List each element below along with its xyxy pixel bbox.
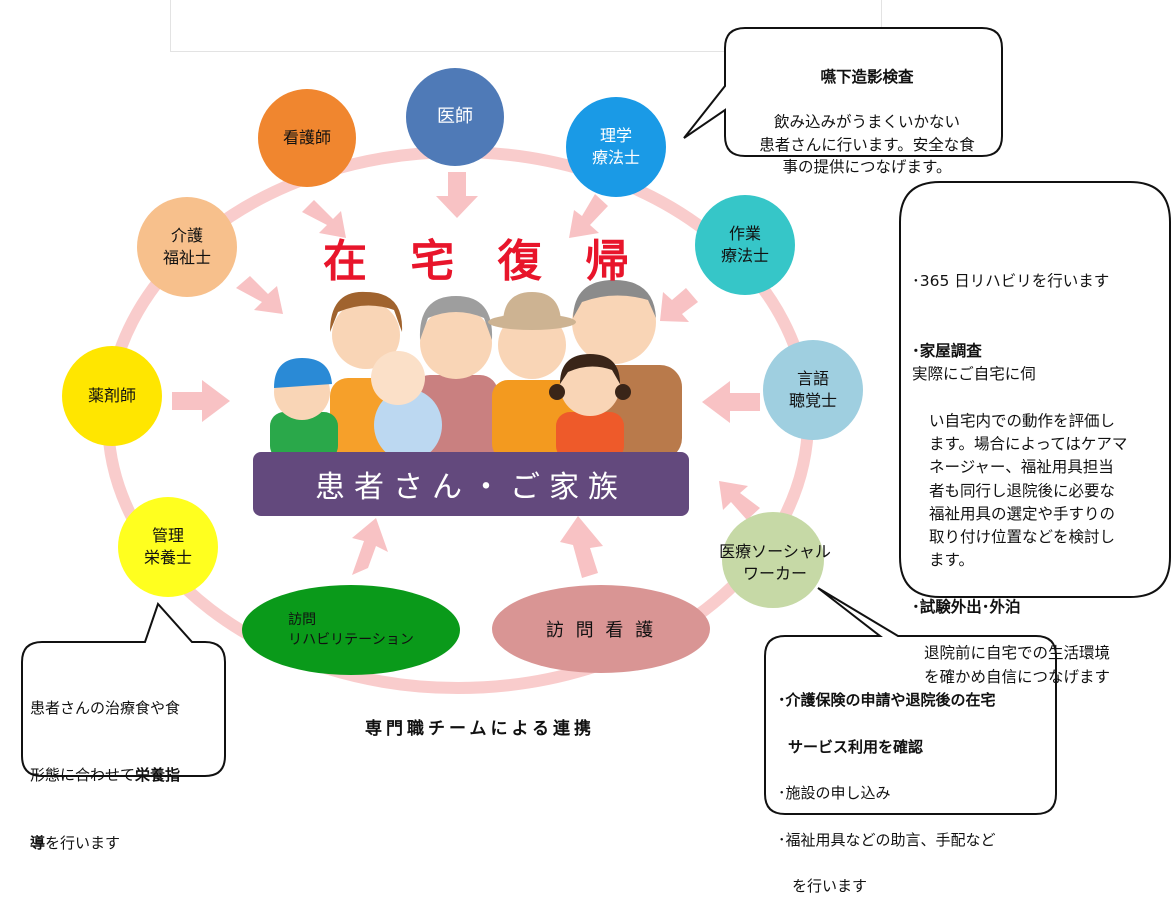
arrow-home-rehab <box>352 518 388 575</box>
bubble-swallow-shape <box>683 27 1003 157</box>
bubble-social-line1: ･介護保険の申請や退院後の在宅 <box>778 691 996 710</box>
role-st-label: 言語 聴覚士 <box>788 369 837 410</box>
bubble-nutrition-line3-bold: 導 <box>30 833 46 852</box>
man-hat-crown <box>503 292 561 322</box>
bubble-social-line5: を行います <box>792 877 868 896</box>
arrow-social <box>719 481 760 520</box>
role-home-nursing-label: 訪 問 看 護 <box>545 620 657 641</box>
arrow-pharmacist <box>172 380 230 422</box>
arrows-group <box>172 172 760 578</box>
role-physical-therapist: 理学 療法士 <box>566 97 666 197</box>
role-occupational-therapist: 作業 療法士 <box>695 195 795 295</box>
bubbles-group <box>21 27 1171 815</box>
role-social-worker-label: 医療ソーシャル ワーカー <box>719 542 831 583</box>
bubble-nutrition: 患者さんの治療食や食 形態に合わせて栄養指 導を行います <box>30 674 224 877</box>
role-pharmacist: 薬剤師 <box>62 346 162 446</box>
patient-family-text: 患者さん・ご家族 <box>315 470 627 505</box>
role-speech-therapist: 言語 聴覚士 <box>763 340 863 440</box>
bubble-rehab-shape <box>899 181 1171 598</box>
grandfather-head <box>572 280 656 364</box>
bubble-rehab-item2-body-1: 実際にご自宅に伺 <box>912 365 1036 384</box>
role-dietitian: 管理 栄養士 <box>118 497 218 597</box>
role-pharmacist-label: 薬剤師 <box>87 386 136 406</box>
bubble-rehab-item1: ･365 日リハビリを行います <box>912 272 1110 291</box>
bubble-nutrition-line3: 導を行います <box>30 809 224 854</box>
family-illustration <box>270 280 682 461</box>
bubble-nutrition-line2: 形態に合わせて栄養指 <box>30 742 224 787</box>
role-doctor-label: 医師 <box>437 105 473 127</box>
bubble-nutrition-line2-bold: 栄養指 <box>135 766 181 784</box>
role-home-rehab: 訪問 リハビリテーション <box>242 585 460 675</box>
girl-hair <box>560 354 620 384</box>
bubble-social-line3: ･施設の申し込み <box>778 784 891 803</box>
arrow-home-nursing <box>560 516 603 578</box>
baby-body <box>374 389 442 461</box>
mother-head <box>332 301 400 369</box>
bubble-swallow: 嚥下造影検査 飲み込みがうまくいかない 患者さんに行います。安全な食 事の提供に… <box>736 44 998 201</box>
bubble-rehab: ･365 日リハビリを行います ･家屋調査 実際にご自宅に伺 い自宅内での動作を… <box>912 247 1164 712</box>
role-nurse-label: 看護師 <box>282 128 331 148</box>
grandfather-hair <box>573 280 656 318</box>
bubble-social-line2: サービス利用を確認 <box>788 737 924 756</box>
arrow-doctor <box>436 172 478 218</box>
bubble-swallow-title: 嚥下造影検査 <box>820 68 914 87</box>
grandmother-hair <box>419 296 493 340</box>
caption-team-collaboration: 専門職チームによる連携 <box>365 719 595 739</box>
bubble-rehab-item3-body: 退院前に自宅での生活環境 を確かめ自信につなげます <box>924 644 1111 686</box>
bubble-rehab-item2-line: ･家屋調査 実際にご自宅に伺 <box>912 317 1164 387</box>
role-doctor: 医師 <box>406 68 504 166</box>
bubble-swallow-body: 飲み込みがうまくいかない 患者さんに行います。安全な食 事の提供につなげます。 <box>759 113 975 177</box>
patient-family-label: 患者さん・ご家族 <box>253 452 689 516</box>
bubble-social-line4: ･福祉用具などの助言、手配など <box>778 830 996 849</box>
bubble-rehab-item3-title: ･試験外出･外泊 <box>912 597 1021 616</box>
mother-hair <box>330 291 403 332</box>
bubble-nutrition-line2-pre: 形態に合わせて <box>30 766 136 784</box>
baby-head <box>371 351 425 405</box>
role-care-label: 介護 福祉士 <box>162 226 211 267</box>
bubble-social-shape <box>764 587 1057 815</box>
girl-ponytail-left <box>549 384 565 400</box>
bubble-nutrition-shape <box>21 602 226 777</box>
bubble-rehab-item2-body-2: い自宅内での動作を評価し ます。場合によってはケアマ ネージャー、福祉用具担当 … <box>929 411 1128 570</box>
arrow-st <box>702 381 760 423</box>
role-pt-label: 理学 療法士 <box>591 126 640 167</box>
bubble-nutrition-line1: 患者さんの治療食や食 <box>30 698 181 717</box>
boy-cap <box>274 358 332 388</box>
role-care-worker: 介護 福祉士 <box>137 197 237 297</box>
arrow-pt <box>569 194 608 238</box>
title-home-return: 在 宅 復 帰 <box>323 236 643 287</box>
arrow-nurse <box>302 200 346 238</box>
boy-body <box>270 412 338 460</box>
bubble-social: ･介護保険の申請や退院後の在宅 サービス利用を確認 ･施設の申し込み ･福祉用具… <box>778 666 1052 922</box>
bubble-rehab-item2-title: ･家屋調査 <box>912 342 982 360</box>
role-home-rehab-label: 訪問 リハビリテーション <box>288 611 414 648</box>
grandmother-head <box>420 307 492 379</box>
role-home-nursing: 訪 問 看 護 <box>492 585 710 673</box>
arrow-ot <box>660 288 698 322</box>
role-social-worker <box>722 512 824 608</box>
girl-body <box>556 412 624 460</box>
bubble-nutrition-line3-post: を行います <box>45 833 121 852</box>
role-ot-label: 作業 療法士 <box>720 224 769 265</box>
arrow-care <box>236 276 283 314</box>
background-layer <box>21 27 1171 815</box>
girl-head <box>560 356 620 416</box>
girl-ponytail-right <box>615 384 631 400</box>
role-dietitian-label: 管理 栄養士 <box>143 526 192 567</box>
top-frame <box>170 0 882 52</box>
role-nurse: 看護師 <box>258 89 356 187</box>
